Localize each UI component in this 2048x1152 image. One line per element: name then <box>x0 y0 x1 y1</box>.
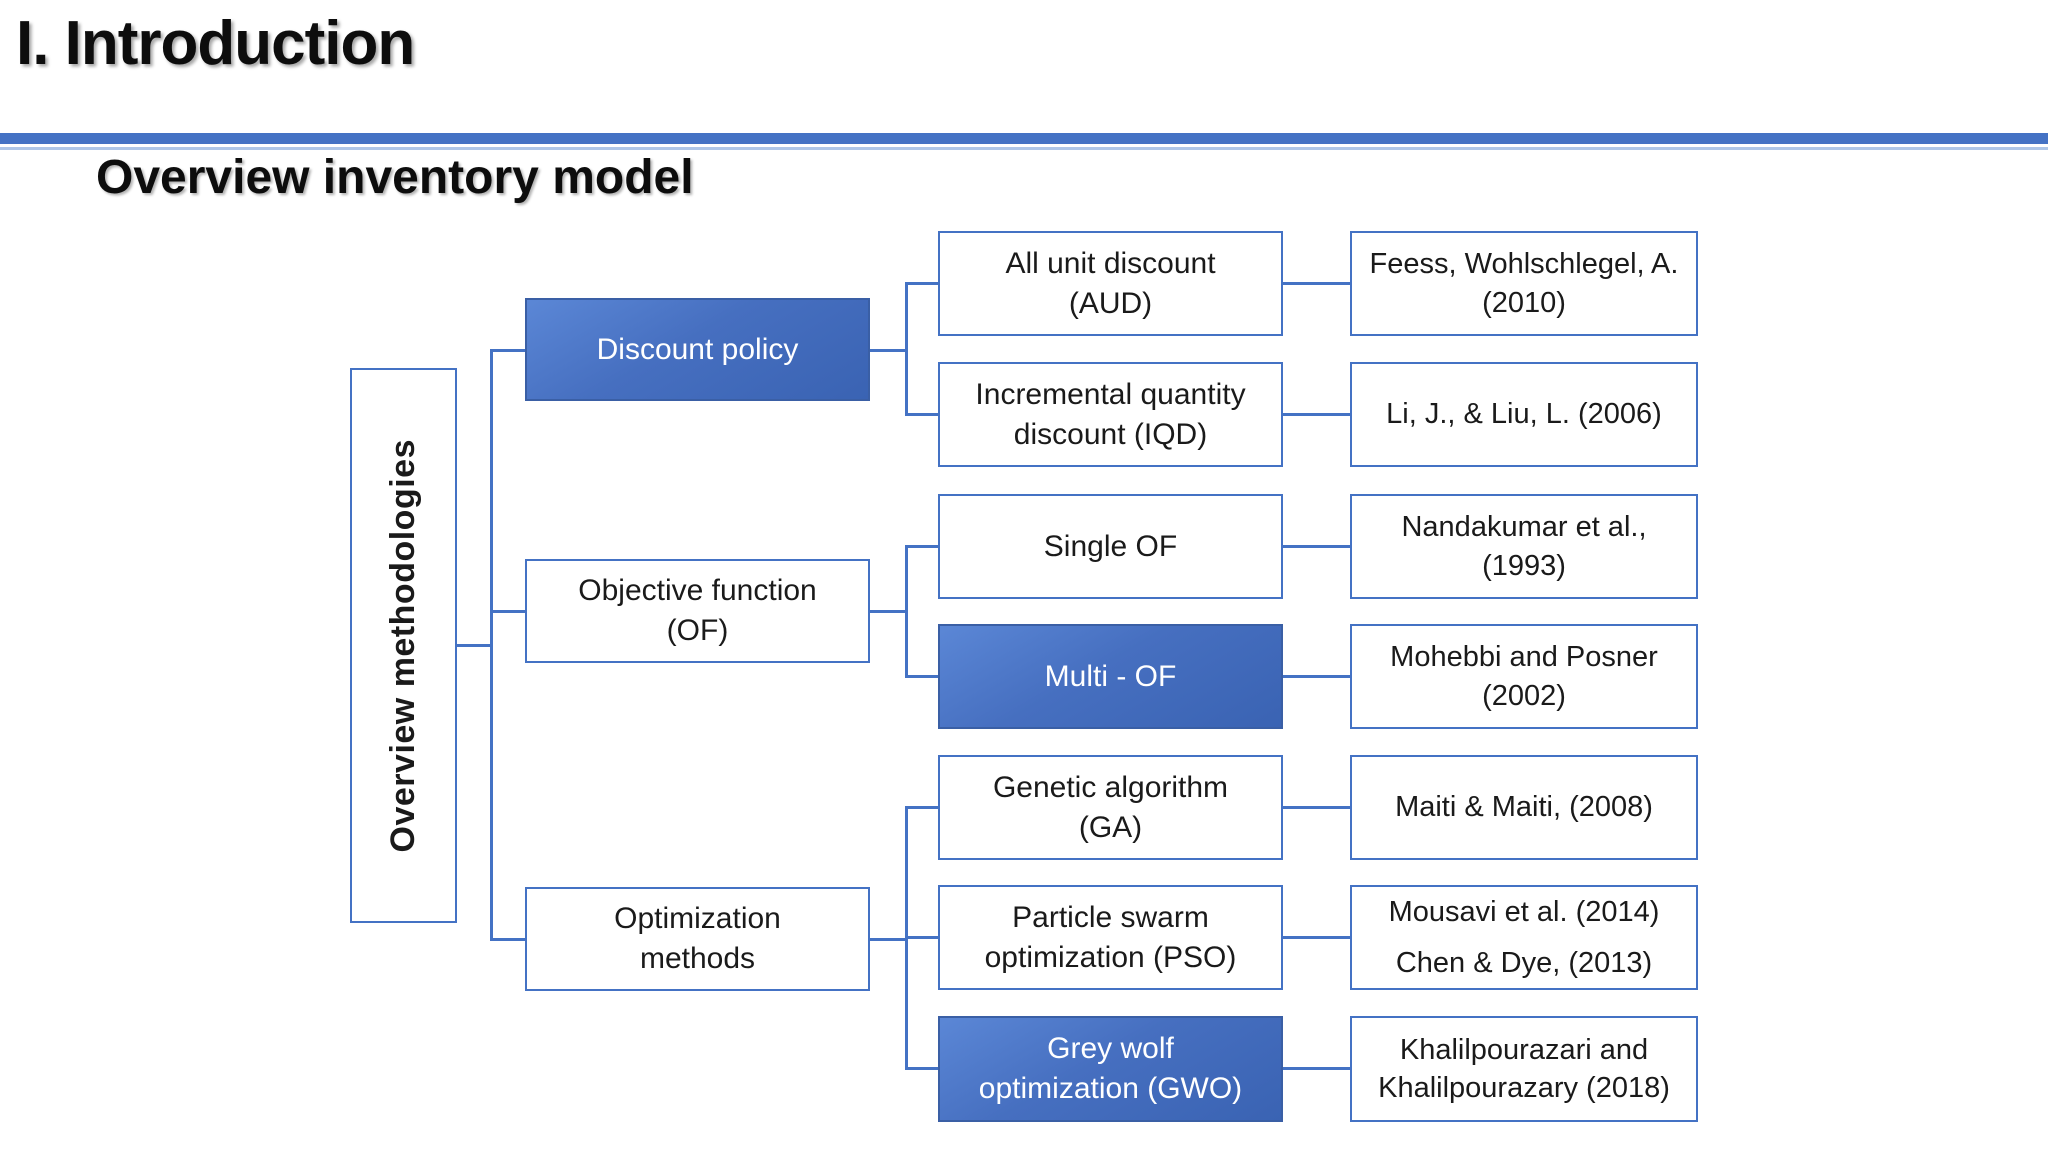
connector-line <box>908 936 938 939</box>
node-label: Discount policy <box>596 332 799 366</box>
node-discount-policy: Discount policy <box>525 298 870 401</box>
reference-label: Li, J., & Liu, L. (2006) <box>1386 398 1662 431</box>
reference-label: Nandakumar et al., (1993) <box>1401 511 1647 582</box>
connector-line <box>1283 282 1350 285</box>
connector-line <box>457 644 493 647</box>
node-optimization-methods: Optimization methods <box>525 887 870 991</box>
node-label: Optimization methods <box>614 902 781 975</box>
slide-title: I. Introduction <box>16 9 415 78</box>
reference-nandakumar: Nandakumar et al., (1993) <box>1350 494 1698 599</box>
title-divider-bar <box>0 133 2048 144</box>
node-label: Overview methodologies <box>384 438 423 853</box>
connector-line <box>908 545 938 548</box>
title-divider-underline <box>0 147 2048 150</box>
reference-feess-wohlschlegel: Feess, Wohlschlegel, A. (2010) <box>1350 231 1698 336</box>
node-objective-function: Objective function (OF) <box>525 559 870 663</box>
node-label: Multi - OF <box>1044 659 1177 693</box>
reference-label: Feess, Wohlschlegel, A. (2010) <box>1369 248 1679 319</box>
connector-line <box>1283 675 1350 678</box>
reference-label: Mousavi et al. (2014) Chen & Dye, (2013) <box>1388 895 1660 979</box>
connector-line <box>1283 806 1350 809</box>
connector-line <box>870 349 908 352</box>
reference-label: Mohebbi and Posner (2002) <box>1390 641 1658 712</box>
connector-line <box>908 1067 938 1070</box>
connector-line <box>908 675 938 678</box>
node-particle-swarm-optimization: Particle swarm optimization (PSO) <box>938 885 1283 990</box>
node-incremental-quantity-discount: Incremental quantity discount (IQD) <box>938 362 1283 467</box>
reference-label: Maiti & Maiti, (2008) <box>1395 791 1653 824</box>
connector-line <box>905 545 908 678</box>
node-genetic-algorithm: Genetic algorithm (GA) <box>938 755 1283 860</box>
reference-khalilpourazari: Khalilpourazari and Khalilpourazary (201… <box>1350 1016 1698 1122</box>
connector-line <box>908 413 938 416</box>
node-label: Genetic algorithm (GA) <box>992 770 1229 844</box>
connector-line <box>1283 413 1350 416</box>
node-overview-methodologies: Overview methodologies <box>350 368 457 923</box>
node-label: Single OF <box>1043 529 1178 563</box>
connector-line <box>493 610 525 613</box>
connector-line <box>905 282 908 416</box>
connector-line <box>1283 1067 1350 1070</box>
node-grey-wolf-optimization: Grey wolf optimization (GWO) <box>938 1016 1283 1122</box>
slide-subtitle: Overview inventory model <box>96 151 694 204</box>
connector-line <box>908 806 938 809</box>
connector-line <box>908 282 938 285</box>
connector-line <box>1283 545 1350 548</box>
node-label: Grey wolf optimization (GWO) <box>978 1032 1243 1105</box>
reference-mousavi-chen-dye: Mousavi et al. (2014) Chen & Dye, (2013) <box>1350 885 1698 990</box>
reference-maiti-maiti: Maiti & Maiti, (2008) <box>1350 755 1698 860</box>
connector-line <box>870 938 908 941</box>
node-all-unit-discount: All unit discount (AUD) <box>938 231 1283 336</box>
node-label: All unit discount (AUD) <box>1005 246 1216 320</box>
connector-line <box>493 349 525 352</box>
connector-line <box>490 349 493 941</box>
connector-line <box>1283 936 1350 939</box>
connector-line <box>493 938 525 941</box>
connector-line <box>905 806 908 1070</box>
reference-li-liu: Li, J., & Liu, L. (2006) <box>1350 362 1698 467</box>
node-single-of: Single OF <box>938 494 1283 599</box>
node-label: Incremental quantity discount (IQD) <box>975 377 1246 451</box>
node-multi-of: Multi - OF <box>938 624 1283 729</box>
connector-line <box>870 610 908 613</box>
reference-mohebbi-posner: Mohebbi and Posner (2002) <box>1350 624 1698 729</box>
node-label: Objective function (OF) <box>578 574 817 647</box>
node-label: Particle swarm optimization (PSO) <box>984 900 1237 974</box>
reference-label: Khalilpourazari and Khalilpourazary (201… <box>1378 1033 1670 1104</box>
